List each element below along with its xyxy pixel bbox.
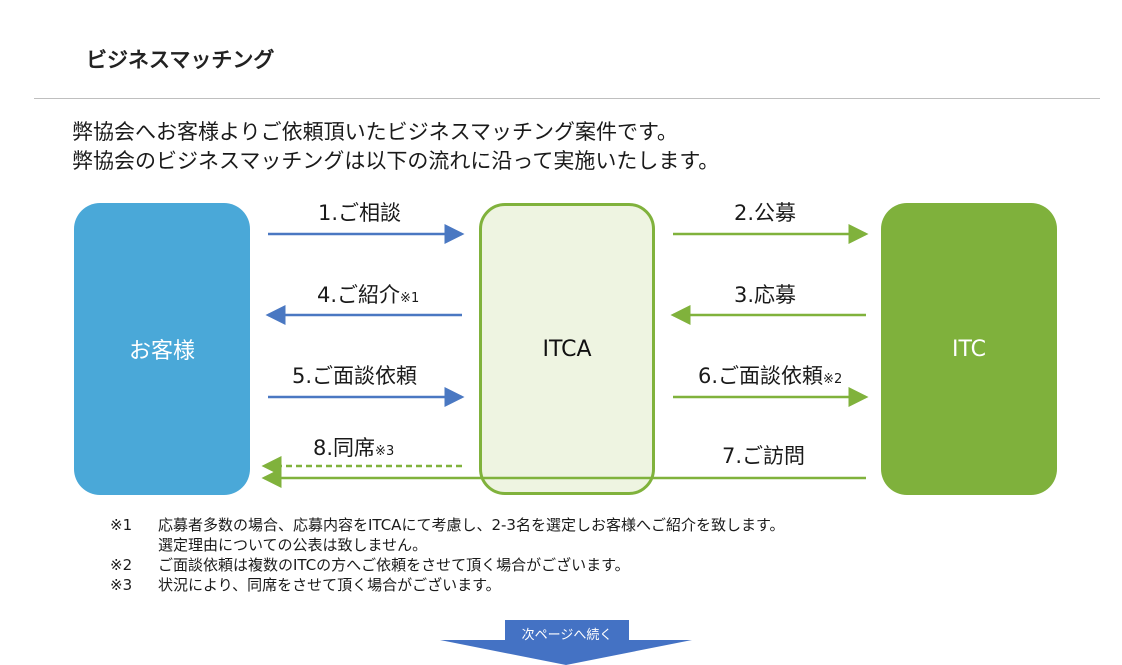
intro-line-2: 弊協会のビジネスマッチングは以下の流れに沿って実施いたします。: [72, 149, 720, 173]
step-4-label: 4.ご紹介※1: [317, 279, 419, 309]
step-3-label: 3.応募: [734, 283, 797, 307]
step-6-note: ※2: [823, 372, 843, 387]
footnote-1-cont-mark: [110, 535, 158, 555]
footnote-2: ※2 ご面談依頼は複数のITCの方へご依頼をさせて頂く場合がございます。: [110, 555, 784, 575]
step-8-label: 8.同席※3: [313, 432, 394, 462]
itc-box: ITC: [881, 203, 1057, 495]
footnote-2-text: ご面談依頼は複数のITCの方へご依頼をさせて頂く場合がございます。: [158, 556, 630, 574]
footnote-1-text: 応募者多数の場合、応募内容をITCAにて考慮し、2-3名を選定しお客様へご紹介を…: [158, 516, 785, 534]
step-5-label: 5.ご面談依頼: [292, 364, 418, 388]
step-2-label: 2.公募: [734, 201, 797, 225]
step-6-text: 6.ご面談依頼: [698, 364, 824, 388]
step-6-label: 6.ご面談依頼※2: [698, 360, 842, 390]
footnote-3: ※3 状況により、同席をさせて頂く場合がございます。: [110, 575, 784, 595]
divider: [34, 98, 1100, 99]
itc-label: ITC: [952, 336, 986, 362]
intro-line-1: 弊協会へお客様よりご依頼頂いたビジネスマッチング案件です。: [72, 120, 678, 144]
footnote-3-mark: ※3: [110, 576, 133, 594]
step-8-note: ※3: [375, 444, 395, 459]
page-title: ビジネスマッチング: [86, 48, 275, 72]
customer-box: お客様: [74, 203, 250, 495]
next-page-label[interactable]: 次ページへ続く: [521, 627, 613, 643]
next-page-arrow-icon[interactable]: [440, 620, 692, 665]
footnote-1-cont-text: 選定理由についての公表は致しません。: [158, 536, 428, 554]
step-4-note: ※1: [400, 291, 420, 306]
itca-box: ITCA: [479, 203, 655, 495]
step-1-label: 1.ご相談: [318, 201, 402, 225]
step-8-text: 8.同席: [313, 436, 376, 460]
footnote-1-mark: ※1: [110, 516, 133, 534]
footnote-1: ※1 応募者多数の場合、応募内容をITCAにて考慮し、2-3名を選定しお客様へご紹…: [110, 515, 784, 535]
footnote-3-text: 状況により、同席をさせて頂く場合がございます。: [158, 576, 501, 594]
step-7-label: 7.ご訪問: [722, 444, 806, 468]
customer-label: お客様: [128, 339, 195, 364]
step-4-text: 4.ご紹介: [317, 283, 401, 307]
footnotes: ※1 応募者多数の場合、応募内容をITCAにて考慮し、2-3名を選定しお客様へご紹…: [110, 515, 784, 595]
itca-label: ITCA: [542, 336, 592, 362]
footnote-2-mark: ※2: [110, 556, 133, 574]
footnote-1-cont: 選定理由についての公表は致しません。: [110, 535, 784, 555]
